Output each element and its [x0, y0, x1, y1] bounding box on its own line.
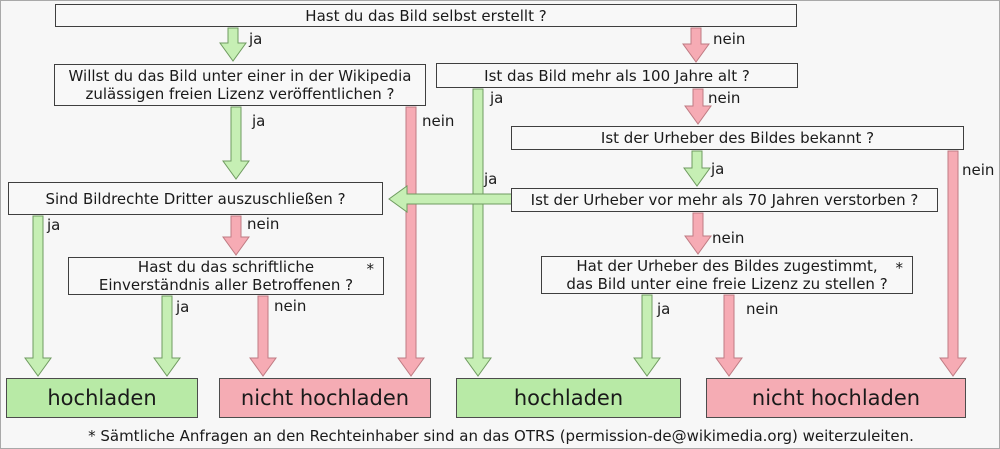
branch-label-nein: nein: [422, 112, 455, 130]
question-text-line1: Hast du das schriftliche: [137, 258, 315, 276]
branch-label-ja: ja: [711, 160, 725, 178]
question-text: Hast du das Bild selbst erstellt ?: [305, 6, 547, 25]
branch-label-ja: ja: [252, 112, 266, 130]
branch-label-ja: ja: [249, 30, 263, 48]
arrow-nein-zugestimmt: [715, 294, 743, 377]
result-text: hochladen: [513, 386, 624, 410]
arrow-ja-freie-lizenz: [222, 106, 250, 180]
result-hochladen: hochladen: [6, 378, 198, 418]
arrow-nein-freie-lizenz: [397, 106, 425, 377]
result-nicht-hochladen: nicht hochladen: [219, 378, 431, 418]
arrow-ja-70-jahre-horizontal: [388, 185, 514, 213]
question-text-line2: zulässigen freien Lizenz veröffentlichen…: [85, 85, 395, 103]
question-text: Sind Bildrechte Dritter auszuschließen ?: [45, 189, 346, 208]
arrow-ja-bildrechte-dritter: [24, 215, 52, 377]
footnote-asterisk: *: [366, 260, 375, 278]
branch-label-nein: nein: [746, 300, 779, 318]
question-bildrechte-dritter: Sind Bildrechte Dritter auszuschließen ?: [8, 182, 383, 215]
question-text-line1: Hat der Urheber des Bildes zugestimmt,: [576, 257, 878, 275]
result-hochladen: hochladen: [456, 378, 681, 418]
question-freie-lizenz: Willst du das Bild unter einer in der Wi…: [54, 64, 426, 106]
arrow-nein-70-jahre: [684, 212, 712, 255]
question-text: Ist der Urheber vor mehr als 70 Jahren v…: [530, 191, 919, 209]
arrow-nein-selbst-erstellt: [682, 27, 710, 63]
branch-label-nein: nein: [247, 215, 280, 233]
question-einverstaendnis: * Hast du das schriftliche Einverständni…: [68, 257, 384, 295]
arrow-ja-100-jahre: [464, 88, 492, 377]
arrow-nein-einverstaendnis: [249, 295, 277, 377]
footnote-asterisk: *: [895, 259, 904, 277]
branch-label-ja: ja: [657, 300, 671, 318]
footnote: * Sämtliche Anfragen an den Rechteinhabe…: [88, 427, 914, 445]
question-100-jahre: Ist das Bild mehr als 100 Jahre alt ?: [436, 63, 798, 88]
result-text: nicht hochladen: [751, 386, 921, 410]
branch-label-nein: nein: [712, 229, 745, 247]
branch-label-ja: ja: [176, 298, 190, 316]
branch-label-ja: ja: [490, 89, 504, 107]
branch-label-nein: nein: [708, 89, 741, 107]
arrow-nein-100-jahre: [684, 88, 712, 125]
question-text-line1: Willst du das Bild unter einer in der Wi…: [68, 67, 412, 85]
branch-label-nein: nein: [274, 297, 307, 315]
branch-label-nein: nein: [713, 30, 746, 48]
branch-label-nein: nein: [962, 161, 995, 179]
question-urheber-bekannt: Ist der Urheber des Bildes bekannt ?: [511, 126, 964, 150]
arrow-nein-bildrechte-dritter: [222, 215, 250, 256]
question-text: Ist der Urheber des Bildes bekannt ?: [600, 129, 875, 147]
result-text: hochladen: [47, 386, 157, 410]
arrow-ja-urheber-bekannt: [683, 150, 711, 187]
question-text-line2: Einverständnis aller Betroffenen ?: [98, 276, 354, 294]
arrow-nein-urheber-bekannt: [939, 150, 967, 377]
arrow-ja-zugestimmt: [633, 294, 661, 377]
question-urheber-zugestimmt: * Hat der Urheber des Bildes zugestimmt,…: [541, 256, 913, 294]
branch-label-ja: ja: [47, 216, 61, 234]
arrow-ja-selbst-erstellt: [219, 27, 247, 62]
question-70-jahre-verstorben: Ist der Urheber vor mehr als 70 Jahren v…: [511, 188, 938, 212]
question-selbst-erstellt: Hast du das Bild selbst erstellt ?: [55, 4, 797, 27]
branch-label-ja: ja: [484, 170, 498, 188]
question-text: Ist das Bild mehr als 100 Jahre alt ?: [484, 66, 750, 85]
question-text-line2: das Bild unter eine freie Lizenz zu stel…: [566, 275, 888, 293]
result-text: nicht hochladen: [240, 386, 410, 410]
result-nicht-hochladen: nicht hochladen: [706, 378, 966, 418]
arrow-ja-einverstaendnis: [153, 295, 181, 377]
